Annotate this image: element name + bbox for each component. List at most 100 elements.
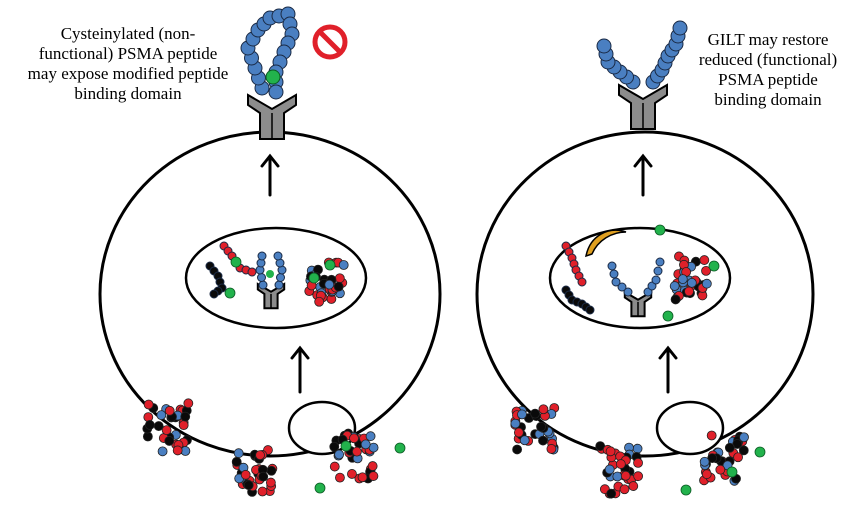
psma-receptors — [247, 83, 668, 318]
protein-bead — [612, 471, 623, 482]
protein-bead — [701, 265, 711, 276]
protein-bead — [538, 404, 549, 415]
peptide-bead — [609, 269, 619, 279]
protein-bead — [365, 431, 376, 442]
bound-marker — [266, 270, 274, 278]
peptide-bead — [276, 273, 285, 282]
peptide-bead — [617, 282, 627, 292]
protein-bead — [530, 408, 540, 419]
peptide-bead — [258, 280, 268, 290]
left-caption-line: functional) PSMA peptide — [38, 44, 218, 63]
protein-bead — [143, 399, 154, 410]
green-marker — [662, 310, 674, 322]
protein-bead — [517, 409, 527, 420]
protein-bead — [255, 450, 265, 461]
peptide-bead — [623, 287, 633, 297]
right-caption: GILT may restore reduced (functional) PS… — [688, 30, 848, 110]
protein-bead — [143, 412, 154, 423]
protein-bead — [334, 273, 345, 284]
protein-bead — [257, 486, 268, 497]
protein-bead — [360, 439, 371, 450]
protein-bead — [334, 449, 345, 460]
protein-bead — [510, 418, 521, 429]
protein-bead — [670, 294, 681, 305]
protein-bead — [352, 446, 362, 457]
peptide-bead — [268, 84, 284, 100]
protein-cluster — [595, 441, 644, 499]
protein-bead — [715, 464, 726, 475]
protein-bead — [266, 465, 277, 476]
protein-bead — [605, 446, 616, 457]
peptide-bead — [257, 273, 266, 282]
protein-cluster — [304, 257, 349, 307]
right-caption-line: GILT may restore — [707, 30, 829, 49]
green-marker — [308, 272, 320, 284]
peptide-bead — [247, 267, 257, 277]
protein-bead — [619, 484, 630, 495]
green-markers — [224, 224, 766, 496]
peptide-bead — [274, 280, 284, 290]
protein-bead — [243, 480, 254, 491]
protein-bead — [684, 286, 694, 297]
arrow-up-icon — [260, 153, 280, 197]
left-caption-line: may expose modified peptide — [27, 64, 229, 83]
protein-bead — [329, 461, 340, 472]
protein-bead — [329, 441, 340, 452]
peptide-bead — [653, 266, 663, 276]
peptide-bead — [611, 277, 621, 287]
protein-bead — [546, 444, 557, 454]
protein-bead — [733, 452, 743, 463]
protein-cluster — [231, 445, 278, 497]
right-caption-line: reduced (functional) — [698, 50, 838, 69]
protein-bead — [633, 471, 644, 482]
green-marker — [726, 466, 738, 478]
psma-receptor-icon — [618, 83, 668, 130]
protein-bead — [519, 435, 530, 446]
protein-bead — [164, 436, 175, 446]
peptide-chains — [205, 6, 688, 315]
protein-bead — [258, 471, 269, 482]
protein-cluster — [142, 398, 194, 457]
peptide-bead — [273, 251, 283, 261]
green-marker — [314, 482, 326, 494]
protein-bead — [512, 444, 523, 455]
protein-bead — [347, 469, 357, 479]
protein-bead — [233, 448, 244, 459]
psma-receptor-icon — [256, 282, 286, 310]
protein-cluster — [329, 428, 379, 484]
protein-bead — [314, 296, 325, 307]
protein-bead — [699, 456, 710, 467]
protein-bead — [178, 420, 189, 430]
green-marker — [394, 442, 406, 454]
green-marker — [324, 259, 336, 271]
protein-bead — [701, 278, 712, 289]
transport-arrows — [260, 153, 678, 394]
protein-bead — [724, 442, 735, 453]
protein-bead — [338, 260, 349, 270]
protein-bead — [739, 432, 749, 443]
protein-bead — [240, 469, 251, 480]
protein-bead — [701, 469, 712, 480]
protein-bead — [367, 461, 378, 471]
protein-bead — [357, 472, 368, 483]
prohibition-icon — [312, 24, 348, 60]
peptide-bead — [257, 251, 267, 261]
peptide-bead — [585, 305, 595, 315]
protein-bead — [156, 410, 167, 421]
peptide-bead — [596, 38, 612, 54]
green-marker — [230, 256, 242, 268]
protein-bead — [164, 405, 175, 416]
protein-bead — [699, 255, 710, 265]
protein-bead — [333, 281, 344, 292]
protein-bead — [620, 470, 631, 481]
protein-bead — [144, 420, 155, 430]
protein-bead — [157, 446, 168, 457]
green-marker — [340, 440, 352, 452]
protein-bead — [180, 411, 191, 422]
peptide-bead — [651, 275, 661, 285]
protein-bead — [706, 430, 717, 441]
protein-bead — [677, 274, 688, 285]
protein-bead — [161, 425, 172, 436]
left-caption: Cysteinylated (non- functional) PSMA pep… — [4, 24, 252, 104]
protein-bead — [669, 281, 680, 291]
